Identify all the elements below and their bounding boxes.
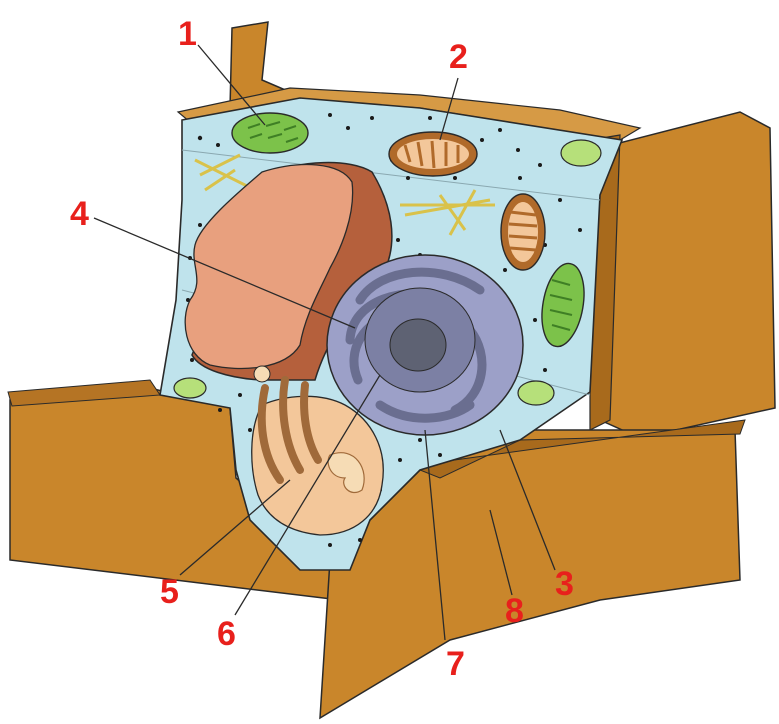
cell-wall-right [600, 112, 775, 438]
label-6: 6 [217, 615, 236, 653]
label-7: 7 [446, 645, 465, 683]
nucleolus [390, 319, 446, 371]
mitochondrion-top [389, 132, 477, 176]
chloroplast-small-right [518, 381, 554, 405]
label-8: 8 [505, 592, 524, 630]
label-4: 4 [70, 195, 89, 233]
mitochondrion-right [501, 194, 545, 270]
label-1: 1 [178, 15, 197, 53]
golgi-vesicle [254, 366, 270, 382]
chloroplast-small-left [174, 378, 206, 398]
label-2: 2 [449, 38, 468, 76]
chloroplast-small-top [561, 140, 601, 166]
chloroplast-top [232, 113, 308, 153]
label-5: 5 [160, 573, 179, 611]
label-3: 3 [555, 565, 574, 603]
